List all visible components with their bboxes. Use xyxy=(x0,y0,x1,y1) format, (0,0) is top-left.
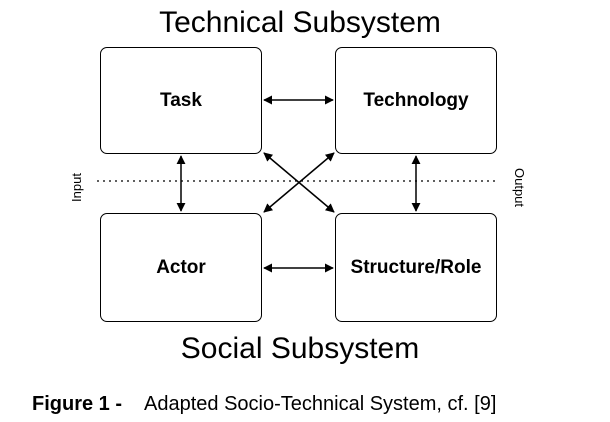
figure-caption-text: Adapted Socio-Technical System, cf. [9] xyxy=(144,393,497,415)
social-subsystem-title: Social Subsystem xyxy=(180,332,420,365)
technology-label: Technology xyxy=(363,89,469,111)
actor-box: Actor xyxy=(100,213,262,322)
technical-subsystem-title: Technical Subsystem xyxy=(159,6,441,39)
figure-caption: Figure 1 - Adapted Socio-Technical System… xyxy=(32,393,496,416)
actor-label: Actor xyxy=(156,256,206,278)
arrow-technology-actor xyxy=(263,152,335,213)
technology-box: Technology xyxy=(335,47,497,154)
structure-role-box: Structure/Role xyxy=(335,213,497,322)
task-box: Task xyxy=(100,47,262,154)
figure-number: Figure 1 - xyxy=(32,393,123,415)
output-label: Output xyxy=(512,167,528,208)
structure-role-label: Structure/Role xyxy=(350,256,482,278)
input-label: Input xyxy=(68,173,84,202)
task-label: Task xyxy=(160,89,202,111)
